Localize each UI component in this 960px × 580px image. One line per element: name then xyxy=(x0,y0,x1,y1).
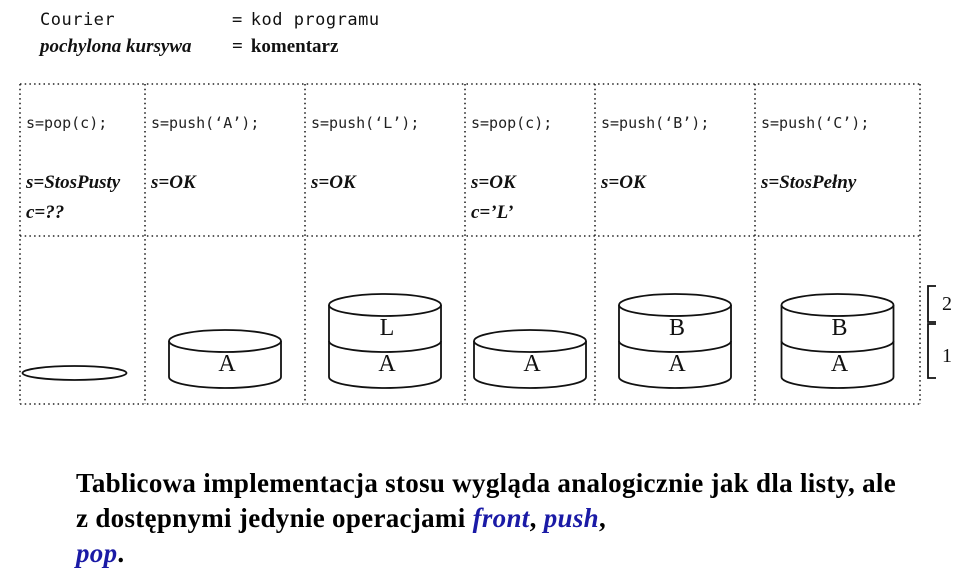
empty-stack-plate xyxy=(23,366,127,380)
stack-bottom-edge xyxy=(169,377,281,388)
stack-item-label: L xyxy=(380,315,395,341)
caption-op-front: front xyxy=(473,503,530,533)
operation-result: c=’L’ xyxy=(471,202,513,223)
stack-top xyxy=(782,294,894,316)
operation-code: s=push(‘C’); xyxy=(761,114,869,132)
stack-diagram: s=pop(c); s=StosPusty c=?? s=push(‘A’); s=OK… xyxy=(0,0,960,440)
capacity-bracket-upper xyxy=(928,286,936,322)
stack-bottom-edge xyxy=(619,377,731,388)
stack-item-label: A xyxy=(378,351,396,377)
caption-sep-2: , xyxy=(599,503,606,533)
caption-op-push: push xyxy=(544,503,599,533)
capacity-label-2: 2 xyxy=(942,293,952,315)
stack-item-label: B xyxy=(669,315,685,341)
capacity-bracket-lower xyxy=(928,324,936,378)
stack-bottom-edge xyxy=(329,377,441,388)
stack-top xyxy=(619,294,731,316)
operation-code: s=push(‘A’); xyxy=(151,114,259,132)
stack-top xyxy=(329,294,441,316)
stack-bottom-edge xyxy=(782,377,894,388)
operation-code: s=push(‘L’); xyxy=(311,114,419,132)
stack-item-label: A xyxy=(668,351,686,377)
caption-op-pop: pop xyxy=(76,538,117,568)
capacity-label-1: 1 xyxy=(942,345,952,367)
stack-item-label: B xyxy=(831,315,847,341)
stack-top xyxy=(169,330,281,352)
operation-result: s=StosPełny xyxy=(760,172,857,193)
operation-result: s=OK xyxy=(600,172,647,193)
operation-result: c=?? xyxy=(26,202,64,223)
stack-top xyxy=(474,330,586,352)
stack-item-label: A xyxy=(218,351,236,377)
operation-result: s=OK xyxy=(310,172,357,193)
operation-code: s=push(‘B’); xyxy=(601,114,709,132)
stack-item-label: A xyxy=(831,351,849,377)
operation-code: s=pop(c); xyxy=(26,114,107,132)
caption: Tablicowa implementacja stosu wygląda an… xyxy=(76,466,906,571)
operation-code: s=pop(c); xyxy=(471,114,552,132)
operation-result: s=OK xyxy=(150,172,197,193)
caption-end: . xyxy=(117,538,124,568)
caption-sep-1: , xyxy=(530,503,544,533)
operation-result: s=StosPusty xyxy=(25,172,121,193)
stack-bottom-edge xyxy=(474,377,586,388)
stack-item-label: A xyxy=(523,351,541,377)
operation-result: s=OK xyxy=(470,172,517,193)
